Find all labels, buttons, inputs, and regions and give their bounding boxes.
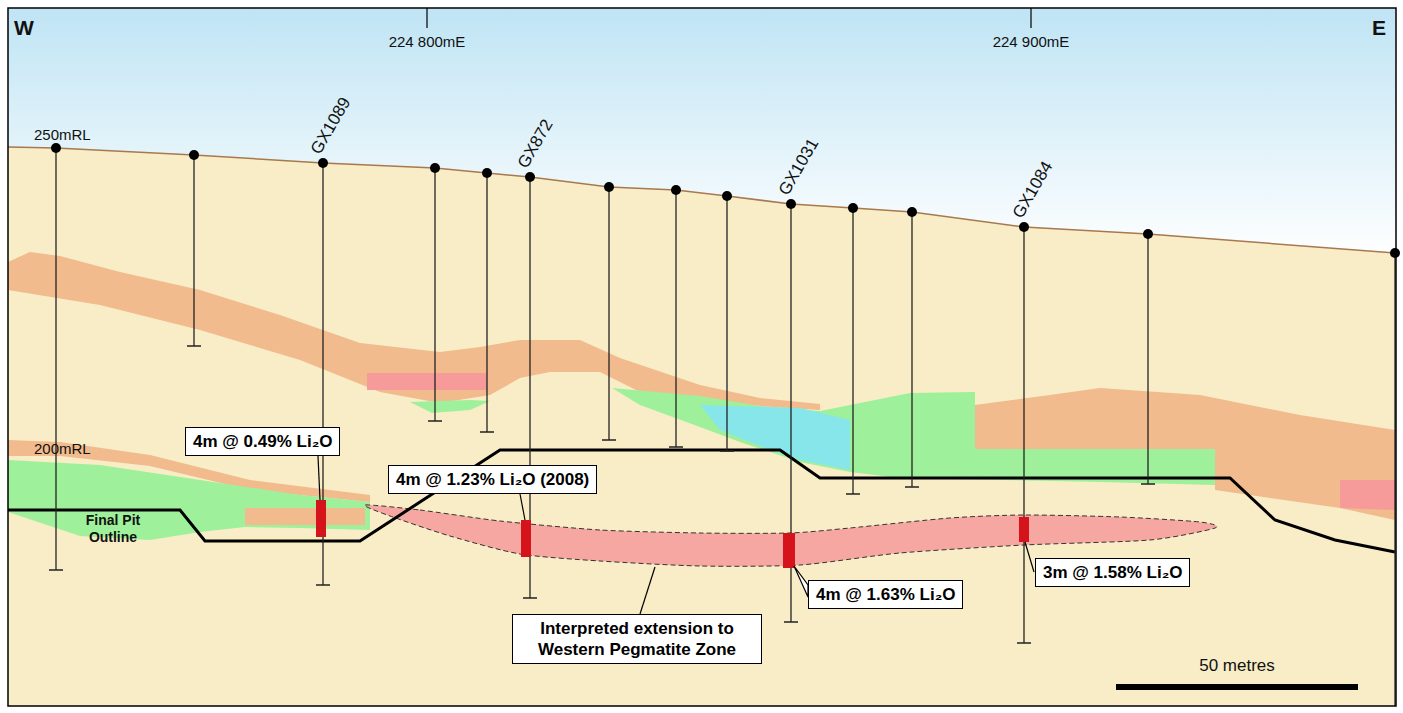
green-unit bbox=[8, 460, 370, 540]
hole-end bbox=[905, 486, 919, 488]
weathered-band bbox=[975, 388, 1395, 520]
green-unit bbox=[975, 449, 1215, 462]
hole-end bbox=[428, 420, 442, 422]
drill-trace bbox=[486, 173, 487, 432]
intercept bbox=[316, 500, 326, 537]
hole-end bbox=[784, 621, 798, 623]
hole-end bbox=[480, 431, 494, 433]
hole-id: GX1089 bbox=[307, 94, 356, 158]
hole-end bbox=[187, 345, 201, 347]
drill-holes bbox=[49, 143, 1400, 706]
pit-label: Final Pit Outline bbox=[73, 512, 153, 546]
callout-box: Interpreted extension to Western Pegmati… bbox=[512, 614, 762, 664]
callout-text: 4m @ 1.63% Li₂O bbox=[816, 584, 955, 605]
leader-line bbox=[640, 567, 655, 614]
hole-end bbox=[316, 584, 330, 586]
drill-trace bbox=[193, 155, 194, 346]
hole-end bbox=[669, 446, 683, 448]
drill-trace bbox=[434, 168, 435, 421]
callout-text: Interpreted extension to Western Pegmati… bbox=[520, 618, 754, 660]
ground bbox=[8, 147, 1395, 706]
grid-tick bbox=[1030, 8, 1031, 28]
frame bbox=[8, 8, 1396, 706]
callout-text: 4m @ 0.49% Li₂O bbox=[193, 431, 332, 452]
drill-trace bbox=[1023, 227, 1024, 643]
collar bbox=[671, 185, 681, 195]
easting-label: 224 800mE bbox=[389, 32, 466, 52]
collar bbox=[907, 207, 917, 217]
elevation-label: 200mRL bbox=[34, 439, 91, 459]
callout-text: 4m @ 1.23% Li₂O (2008) bbox=[396, 469, 589, 490]
hole-id: GX872 bbox=[514, 116, 558, 172]
hole-end bbox=[602, 439, 616, 441]
intercept bbox=[1019, 517, 1029, 542]
drill-trace bbox=[852, 208, 853, 494]
grid-tick bbox=[426, 8, 427, 28]
direction-label: W bbox=[14, 18, 34, 38]
cyan-unit bbox=[700, 405, 850, 470]
weathered-band bbox=[245, 508, 365, 525]
collar bbox=[1390, 248, 1400, 258]
callout-box: 4m @ 1.23% Li₂O (2008) bbox=[388, 465, 597, 494]
collar bbox=[604, 182, 614, 192]
collar bbox=[786, 199, 796, 209]
hole-end bbox=[49, 569, 63, 571]
collar bbox=[482, 168, 492, 178]
drill-trace bbox=[608, 187, 609, 440]
callout-box: 4m @ 0.49% Li₂O bbox=[185, 427, 340, 456]
direction-label: E bbox=[1372, 18, 1386, 38]
weathered-band bbox=[8, 252, 820, 410]
intercept bbox=[521, 520, 531, 557]
pit-outline bbox=[8, 450, 1395, 552]
drill-trace bbox=[675, 190, 676, 447]
pegmatite-patch bbox=[1340, 480, 1395, 510]
collar bbox=[189, 150, 199, 160]
leader-pointer bbox=[794, 566, 808, 597]
green-unit bbox=[410, 400, 490, 413]
hole-id: GX1084 bbox=[1009, 158, 1058, 222]
collar bbox=[1143, 229, 1153, 239]
collar bbox=[848, 203, 858, 213]
collar bbox=[318, 158, 328, 168]
collar bbox=[1019, 222, 1029, 232]
leader-line bbox=[318, 456, 320, 500]
drill-trace bbox=[1147, 234, 1148, 484]
collar bbox=[525, 172, 535, 182]
elevation-label: 250mRL bbox=[34, 125, 91, 145]
callout-box: 3m @ 1.58% Li₂O bbox=[1035, 558, 1190, 587]
leader-line bbox=[1025, 542, 1034, 572]
scale-bar bbox=[1116, 684, 1358, 690]
easting-label: 224 900mE bbox=[993, 32, 1070, 52]
hole-end bbox=[720, 450, 734, 452]
topography bbox=[8, 147, 1395, 253]
hole-end bbox=[523, 597, 537, 599]
leader-line bbox=[520, 494, 525, 520]
hole-end bbox=[1017, 642, 1031, 644]
drill-trace bbox=[55, 148, 56, 570]
drill-trace bbox=[911, 212, 912, 487]
callout-box: 4m @ 1.63% Li₂O bbox=[808, 580, 963, 609]
hole-end bbox=[1141, 483, 1155, 485]
pegmatite-patch bbox=[367, 373, 487, 390]
drill-trace bbox=[726, 196, 727, 451]
collar bbox=[430, 163, 440, 173]
callout-text: 3m @ 1.58% Li₂O bbox=[1043, 562, 1182, 583]
scale-label: 50 metres bbox=[1199, 656, 1275, 676]
collar bbox=[51, 143, 61, 153]
hole-id: GX1031 bbox=[775, 135, 824, 199]
hole-end bbox=[846, 493, 860, 495]
intercept bbox=[783, 533, 795, 568]
collar bbox=[722, 191, 732, 201]
